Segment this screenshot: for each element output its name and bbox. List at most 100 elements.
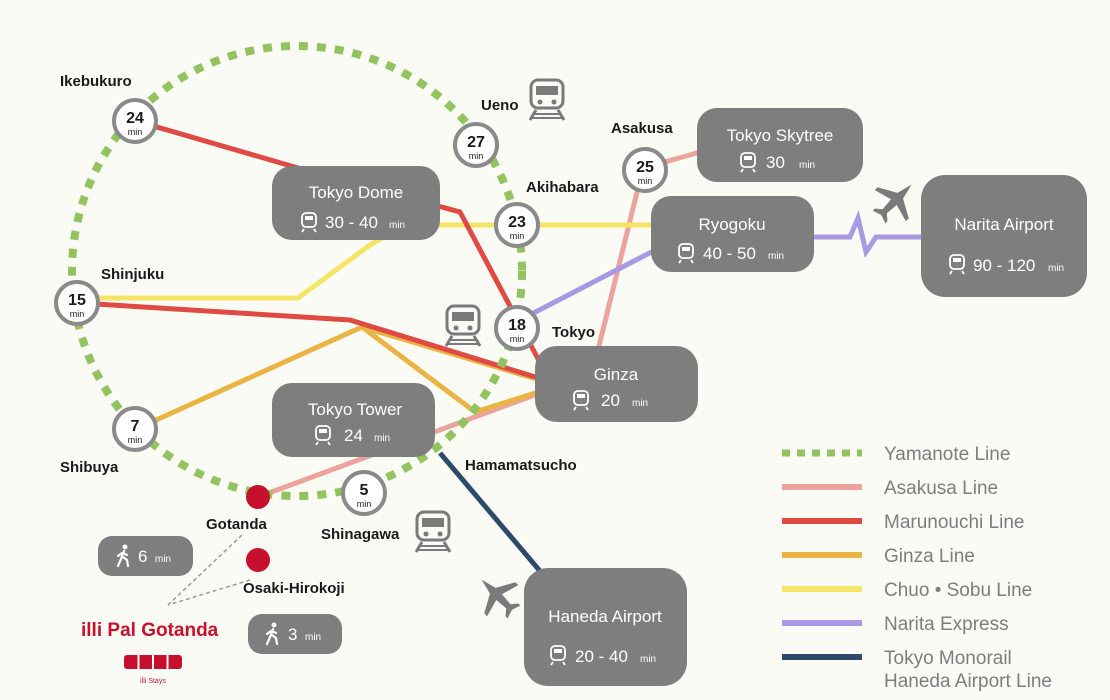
train-icon — [315, 425, 331, 446]
station-label-tokyo: Tokyo — [552, 324, 595, 341]
station-time: 23 — [508, 214, 526, 231]
walk-icon — [265, 622, 279, 646]
train-icon — [740, 152, 756, 173]
station-ueno[interactable]: 27 min — [453, 122, 499, 168]
station-shibuya[interactable]: 7 min — [112, 406, 158, 452]
station-unit: min — [357, 499, 372, 509]
walk-time-gotanda: 6 min — [98, 536, 193, 576]
dest-narita-airport[interactable]: Narita Airport 90 - 120 min — [921, 175, 1087, 297]
dest-tokyo-dome[interactable]: Tokyo Dome 30 - 40 min — [272, 166, 440, 240]
station-akihabara[interactable]: 23 min — [494, 202, 540, 248]
plane-icon-haneda — [465, 563, 530, 628]
plane-icon-narita — [863, 168, 928, 233]
legend-label: Tokyo Monorail — [884, 648, 1012, 669]
line-narita-express — [518, 209, 925, 323]
walk-time: 6 — [138, 547, 147, 566]
station-unit: min — [510, 334, 525, 344]
station-tokyo[interactable]: 18 min — [494, 305, 540, 351]
dest-unit: min — [1048, 263, 1064, 274]
legend-item: Ginza Line — [782, 546, 975, 567]
dest-tokyo-skytree[interactable]: Tokyo Skytree 30 min — [697, 108, 863, 182]
dest-ryogoku[interactable]: Ryogoku 40 - 50 min — [651, 196, 814, 272]
legend-item: Narita Express — [782, 614, 1009, 635]
station-unit: min — [638, 176, 653, 186]
station-time: 5 — [360, 482, 369, 499]
station-label-ueno: Ueno — [481, 97, 519, 114]
hotel-logo-icon — [124, 655, 182, 669]
station-label-shinagawa: Shinagawa — [321, 526, 400, 543]
legend-label: Marunouchi Line — [884, 512, 1024, 533]
station-shinagawa[interactable]: 5 min — [341, 470, 387, 516]
legend-item: Yamanote Line — [782, 444, 1010, 465]
line-yamanote — [68, 42, 526, 500]
station-unit: min — [510, 231, 525, 241]
dest-time: 90 - 120 — [973, 256, 1035, 275]
dest-time: 30 — [766, 153, 785, 172]
dest-unit: min — [640, 654, 656, 665]
station-asakusa[interactable]: 25 min — [622, 147, 668, 193]
dest-ginza[interactable]: Ginza 20 min — [535, 346, 698, 422]
dest-unit: min — [799, 160, 815, 171]
station-label-shinjuku: Shinjuku — [101, 266, 164, 283]
station-label-shibuya: Shibuya — [60, 459, 119, 476]
station-label-akihabara: Akihabara — [526, 179, 599, 196]
station-unit: min — [70, 309, 85, 319]
dest-unit: min — [389, 220, 405, 231]
dest-time: 20 - 40 — [575, 647, 628, 666]
station-unit: min — [128, 435, 143, 445]
train-icon-shinagawa — [414, 510, 452, 554]
train-icon — [573, 390, 589, 411]
dest-unit: min — [768, 251, 784, 262]
station-osaki-dot[interactable] — [246, 548, 270, 572]
legend-label-line2: Haneda Airport Line — [884, 671, 1052, 692]
train-icon — [678, 243, 694, 264]
train-icon — [550, 645, 566, 666]
station-unit: min — [128, 127, 143, 137]
dest-haneda-airport[interactable]: Haneda Airport 20 - 40 min — [524, 568, 687, 686]
legend-item: Marunouchi Line — [782, 512, 1024, 533]
dest-name: Tokyo Dome — [309, 183, 403, 202]
dest-name: Haneda Airport — [548, 607, 662, 626]
dest-name: Tokyo Tower — [308, 400, 403, 419]
dest-tokyo-tower[interactable]: Tokyo Tower 24 min — [272, 383, 435, 457]
legend-label: Narita Express — [884, 614, 1009, 635]
walk-connectors — [167, 534, 251, 606]
dest-unit: min — [632, 398, 648, 409]
walk-unit: min — [155, 554, 171, 565]
walk-time: 3 — [288, 625, 297, 644]
legend-label: Yamanote Line — [884, 444, 1010, 465]
station-time: 15 — [68, 292, 86, 309]
line-chuo-sobu — [75, 222, 655, 301]
dest-time: 40 - 50 — [703, 244, 756, 263]
hotel-brand: illi Stays — [140, 678, 166, 685]
legend-label: Ginza Line — [884, 546, 975, 567]
legend-label: Asakusa Line — [884, 478, 998, 499]
station-unit: min — [469, 151, 484, 161]
station-time: 24 — [126, 110, 144, 127]
dest-name: Ginza — [594, 365, 639, 384]
station-label-gotanda: Gotanda — [206, 516, 267, 533]
station-label-hamamatsucho: Hamamatsucho — [465, 457, 577, 474]
station-gotanda-dot[interactable] — [246, 485, 270, 509]
station-ikebukuro[interactable]: 24 min — [112, 98, 158, 144]
walk-unit: min — [305, 632, 321, 643]
dest-time: 20 — [601, 391, 620, 410]
legend-label: Chuo • Sobu Line — [884, 580, 1032, 601]
station-time: 18 — [508, 317, 526, 334]
walk-time-osaki: 3 min — [248, 614, 342, 654]
station-label-osaki-hirokoji: Osaki-Hirokoji — [243, 580, 345, 597]
train-icon-ueno — [528, 78, 566, 122]
station-shinjuku[interactable]: 15 min — [54, 280, 100, 326]
line-monorail — [438, 451, 547, 579]
legend-item: Chuo • Sobu Line — [782, 580, 1032, 601]
train-icon — [301, 212, 317, 233]
dest-name: Narita Airport — [954, 215, 1053, 234]
walk-icon — [116, 544, 130, 568]
station-time: 25 — [636, 159, 654, 176]
train-icon — [949, 254, 965, 275]
dest-time: 24 — [344, 426, 363, 445]
legend-item: Asakusa Line — [782, 478, 998, 499]
dest-time: 30 - 40 — [325, 213, 378, 232]
